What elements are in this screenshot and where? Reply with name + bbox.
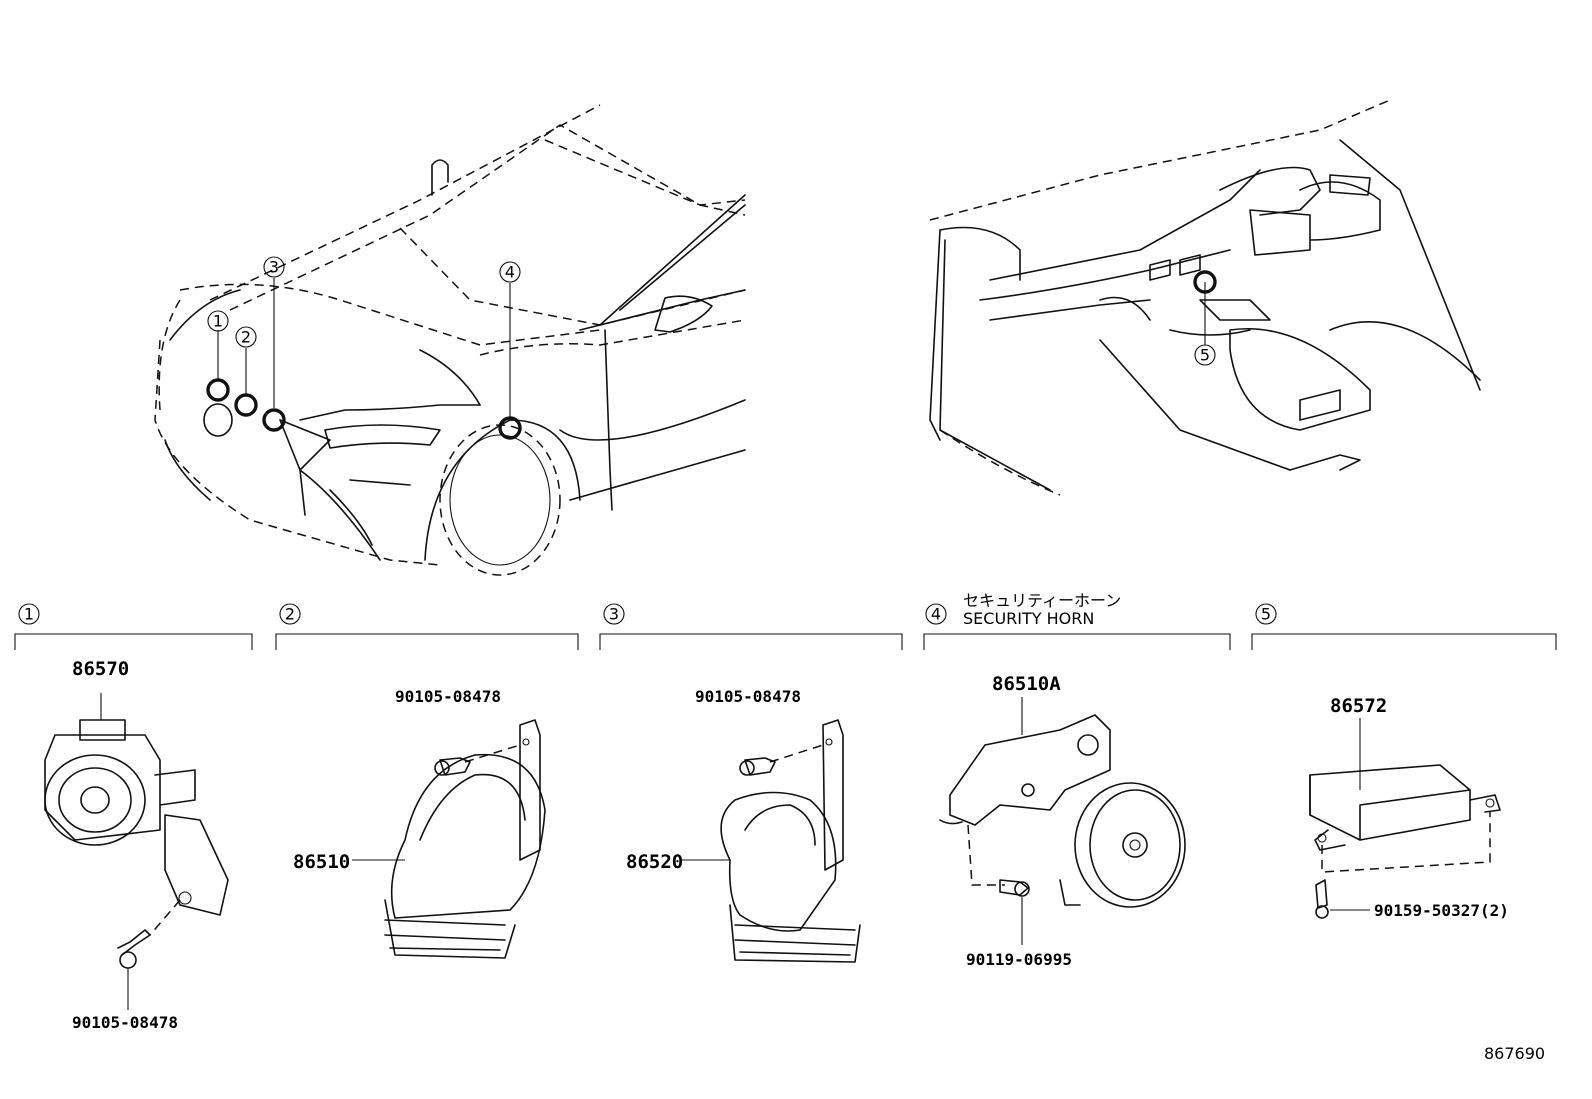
dashboard-illustration xyxy=(929,99,1481,496)
panel-2-part-bolt: 90105-08478 xyxy=(395,687,501,706)
panel-1-header: 1 xyxy=(14,603,253,650)
callout-1-label: 1 xyxy=(213,312,223,331)
panel-5-number: 5 xyxy=(1261,605,1271,624)
panel-2-header: 2 xyxy=(275,603,579,650)
callout-3-label: 3 xyxy=(269,258,279,277)
panel-3-number: 3 xyxy=(609,605,619,624)
car-front-illustration xyxy=(154,104,746,576)
panel-3-part-drawing xyxy=(682,719,861,963)
callout-5: 5 xyxy=(1194,344,1216,366)
panel-4-part-86510A: 86510A xyxy=(992,673,1061,695)
panel-3-header: 3 xyxy=(599,603,903,650)
panel-4-number: 4 xyxy=(931,605,941,624)
panel-4-header: 4 セキュリティーホーン SECURITY HORN xyxy=(923,591,1231,650)
callout-2: 2 xyxy=(235,326,257,348)
panel-4-title-jp: セキュリティーホーン xyxy=(963,591,1121,610)
panel-3-part-bolt: 90105-08478 xyxy=(695,687,801,706)
panel-1-number: 1 xyxy=(24,605,34,624)
panel-4-title-en: SECURITY HORN xyxy=(963,609,1094,628)
callout-1: 1 xyxy=(207,310,229,332)
callout-5-label: 5 xyxy=(1200,346,1210,365)
callout-2-label: 2 xyxy=(241,328,251,347)
panel-5-part-drawing xyxy=(1309,718,1501,919)
panel-1-part-86570: 86570 xyxy=(72,658,129,680)
panel-2-part-86510: 86510 xyxy=(293,851,350,873)
panel-5-part-bolt: 90159-50327(2) xyxy=(1374,901,1509,920)
panel-1-part-drawing xyxy=(44,693,229,1010)
panel-4-part-drawing xyxy=(939,697,1186,945)
panel-5-part-86572: 86572 xyxy=(1330,695,1387,717)
callout-4-label: 4 xyxy=(505,263,515,282)
panel-1-part-bolt: 90105-08478 xyxy=(72,1013,178,1032)
panel-2-number: 2 xyxy=(285,605,295,624)
callout-4: 4 xyxy=(499,261,521,283)
callout-3: 3 xyxy=(263,256,285,278)
panel-4-part-bolt: 90119-06995 xyxy=(966,950,1072,969)
panel-2-part-drawing xyxy=(352,719,546,959)
panel-3-part-86520: 86520 xyxy=(626,851,683,873)
diagram-reference-number: 867690 xyxy=(1484,1044,1545,1063)
panel-5-header: 5 xyxy=(1251,603,1557,650)
